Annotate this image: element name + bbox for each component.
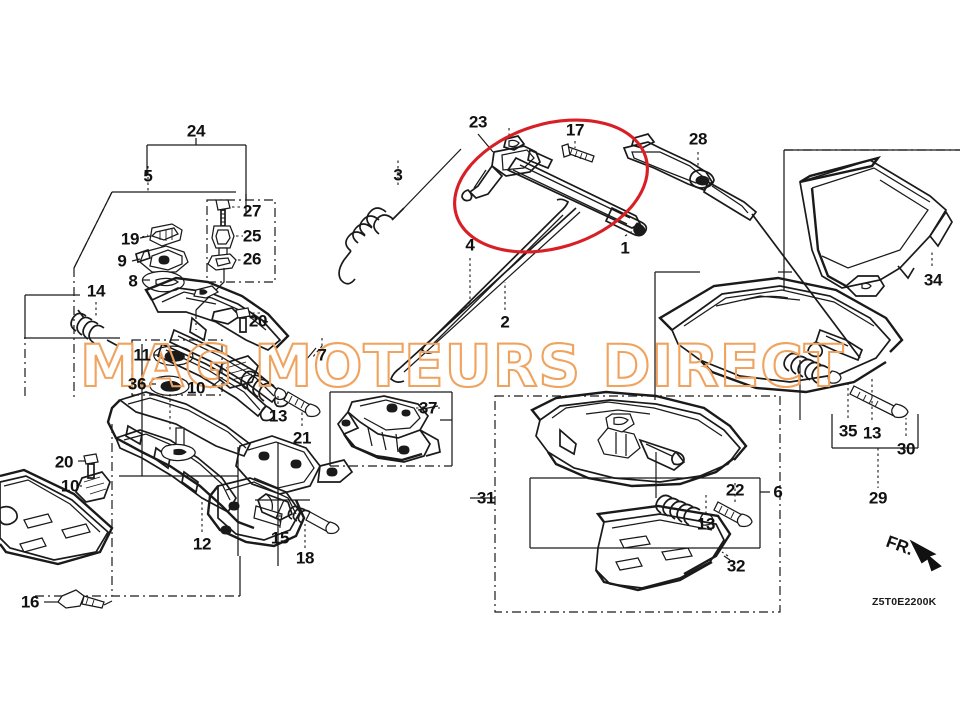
callout-32: 32 xyxy=(726,556,746,576)
part-17-bolt xyxy=(561,141,595,163)
callout-7: 7 xyxy=(317,345,327,365)
callout-18: 18 xyxy=(295,548,315,568)
part-4-rod xyxy=(421,198,570,354)
callout-37: 37 xyxy=(418,398,438,418)
callout-2: 2 xyxy=(500,312,510,332)
part-11-bushing xyxy=(153,345,194,366)
callout-17: 17 xyxy=(565,120,585,140)
callout-31: 31 xyxy=(476,488,496,508)
callout-29: 29 xyxy=(868,488,888,508)
callout-20-upper: 20 xyxy=(248,311,268,331)
callout-10-upper: 10 xyxy=(186,378,206,398)
callout-20-lower: 20 xyxy=(54,452,74,472)
bottom-left-panel xyxy=(0,468,114,566)
callout-6: 6 xyxy=(773,482,783,502)
callout-12: 12 xyxy=(192,534,212,554)
diagram-code: Z5T0E2200K xyxy=(872,596,937,608)
callout-22: 22 xyxy=(725,480,745,500)
part-1-lever-assembly xyxy=(461,128,648,237)
red-highlight-ellipse xyxy=(453,118,649,254)
callout-15: 15 xyxy=(270,528,290,548)
callout-26: 26 xyxy=(242,249,262,269)
callout-21: 21 xyxy=(292,428,312,448)
callout-3: 3 xyxy=(393,165,403,185)
callout-16: 16 xyxy=(20,592,40,612)
callout-1: 1 xyxy=(620,238,630,258)
part-14-spring xyxy=(70,302,119,347)
callout-30: 30 xyxy=(896,439,916,459)
part-3-spring xyxy=(338,148,462,285)
callout-36: 36 xyxy=(127,374,147,394)
callout-23: 23 xyxy=(468,112,488,132)
part-29-shroud-group xyxy=(658,276,909,436)
callout-5: 5 xyxy=(143,166,153,186)
callout-27: 27 xyxy=(242,201,262,221)
callout-10-lower: 10 xyxy=(60,476,80,496)
callout-4: 4 xyxy=(465,235,475,255)
arrow-glyph xyxy=(909,539,942,572)
center-left-linkage xyxy=(144,276,323,426)
callout-13-left: 13 xyxy=(268,406,288,426)
lower-left-frame xyxy=(44,391,354,609)
callout-14: 14 xyxy=(86,281,106,301)
part-37-bracket xyxy=(336,395,441,463)
callout-28: 28 xyxy=(688,129,708,149)
callout-35: 35 xyxy=(838,421,858,441)
callout-25: 25 xyxy=(242,226,262,246)
callout-24: 24 xyxy=(186,121,206,141)
callout-8: 8 xyxy=(128,271,138,291)
left-hub-parts xyxy=(131,199,243,330)
part-34-panel xyxy=(799,155,953,297)
callout-11: 11 xyxy=(133,345,151,365)
callout-19: 19 xyxy=(120,229,140,249)
part-2-rod xyxy=(390,207,581,383)
part-28-lever xyxy=(622,133,861,359)
part-31-assembly xyxy=(530,390,753,592)
callout-13-right: 13 xyxy=(862,423,882,443)
group-boundaries xyxy=(24,138,960,613)
fr-arrow-label: FR. xyxy=(884,532,916,559)
callout-13-center: 13 xyxy=(696,514,716,534)
callout-9: 9 xyxy=(117,251,127,271)
callout-34: 34 xyxy=(923,270,943,290)
front-direction-arrow: FR. xyxy=(884,532,942,572)
